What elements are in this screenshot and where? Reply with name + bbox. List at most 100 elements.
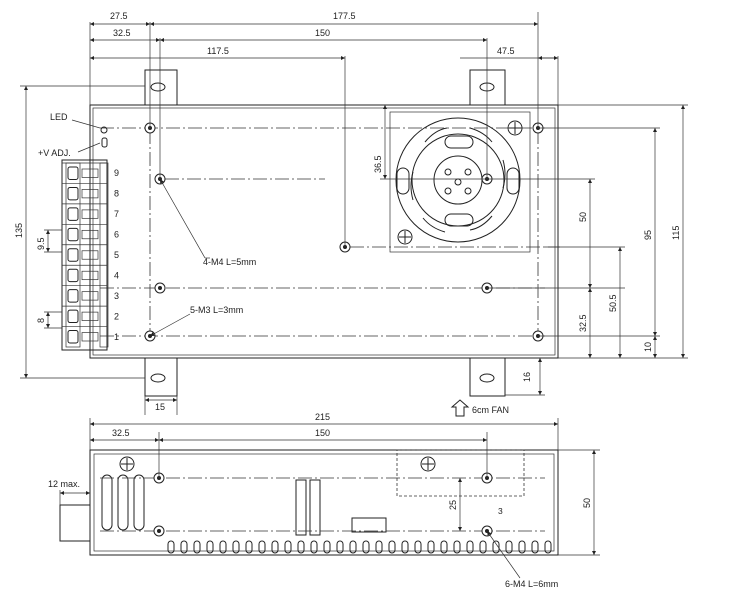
side-screw-fan — [420, 456, 436, 472]
terminal-number-4: 4 — [114, 270, 119, 280]
fan-direction-arrow-icon — [450, 399, 470, 417]
dim-3-side-small: 3 — [498, 506, 503, 516]
vent-slot — [453, 540, 461, 554]
dim-32-5-right: 32.5 — [578, 314, 588, 332]
mounting-tab-top-right — [469, 69, 506, 106]
vent-slot — [245, 540, 253, 554]
vent-slot — [505, 540, 513, 554]
case-inner-outline-side — [93, 453, 555, 552]
side-vents-bottom — [167, 540, 552, 554]
terminal-7 — [62, 203, 107, 221]
side-label-box — [351, 517, 387, 533]
dim-10: 10 — [643, 342, 653, 352]
vent-slot — [479, 540, 487, 554]
label-led: LED — [50, 112, 68, 122]
dim-9-5: 9.5 — [36, 237, 46, 250]
vent-slot — [258, 540, 266, 554]
vent-slot — [310, 540, 318, 554]
terminal-number-2: 2 — [114, 311, 119, 321]
terminal-number-8: 8 — [114, 189, 119, 199]
vent-slot — [362, 540, 370, 554]
dim-135: 135 — [14, 223, 24, 238]
side-vents-left — [101, 474, 145, 531]
mounting-tab-top-left — [144, 69, 178, 106]
fan-screw-bottom — [397, 229, 413, 245]
dim-50-side: 50 — [582, 498, 592, 508]
terminal-5 — [62, 244, 107, 262]
terminal-9 — [62, 162, 107, 180]
vent-slot — [271, 540, 279, 554]
vent-slot — [466, 540, 474, 554]
dim-50-top: 50 — [578, 212, 588, 222]
dim-215: 215 — [315, 412, 330, 422]
terminal-1 — [62, 326, 107, 344]
dim-36-5: 36.5 — [373, 155, 383, 173]
label-vadj: +V ADJ. — [38, 148, 71, 158]
vent-slot — [414, 540, 422, 554]
dim-32-5-top: 32.5 — [113, 28, 131, 38]
hole-m4-3 — [154, 282, 166, 294]
dim-8: 8 — [36, 318, 46, 323]
dim-25: 25 — [448, 500, 458, 510]
case-outline-side — [89, 449, 559, 556]
terminal-number-5: 5 — [114, 250, 119, 260]
mounting-tab-bottom-right — [469, 357, 506, 397]
dim-16: 16 — [522, 372, 532, 382]
dim-15: 15 — [155, 402, 165, 412]
top-view: LED +V ADJ. 4-M4 L=5mm 5-M3 L=3mm 6cm FA… — [14, 11, 688, 417]
vent-slot — [401, 540, 409, 554]
case-outline-top — [89, 104, 559, 359]
dim-50-5: 50.5 — [608, 294, 618, 312]
vent-slot — [336, 540, 344, 554]
terminal-number-7: 7 — [114, 209, 119, 219]
vent-slot — [219, 540, 227, 554]
led-indicator-icon — [100, 126, 108, 134]
vent-slot — [427, 540, 435, 554]
terminal-6 — [62, 223, 107, 242]
vent-slot — [544, 540, 552, 554]
vadj-potentiometer-icon — [101, 137, 108, 148]
label-fan: 6cm FAN — [472, 405, 509, 415]
fan-screw-top — [507, 120, 523, 136]
vent-slot — [440, 540, 448, 554]
dim-27-5: 27.5 — [110, 11, 128, 21]
side-vents-middle — [295, 479, 321, 536]
vent-slot — [180, 540, 188, 554]
dim-150-side: 150 — [315, 428, 330, 438]
dim-177-5: 177.5 — [333, 11, 356, 21]
terminal-number-9: 9 — [114, 168, 119, 178]
vent-slot — [284, 540, 292, 554]
case-inner-outline-top — [92, 107, 556, 356]
terminal-number-3: 3 — [114, 291, 119, 301]
terminal-stub-side — [59, 504, 91, 542]
vent-slot — [323, 540, 331, 554]
terminal-number-6: 6 — [114, 230, 119, 240]
vent-slot — [193, 540, 201, 554]
label-4-m4: 4-M4 L=5mm — [203, 257, 256, 267]
dim-117-5: 117.5 — [207, 46, 229, 56]
terminal-3 — [62, 285, 107, 303]
side-view: 12 max. 215 32.5 150 25 3 50 6-M4 L=6mm — [48, 412, 600, 589]
mounting-tab-bottom-left — [144, 357, 178, 397]
vent-slot — [492, 540, 500, 554]
side-hole-3 — [153, 525, 165, 537]
dim-12-max: 12 max. — [48, 479, 80, 489]
vent-slot — [349, 540, 357, 554]
side-screw-left — [119, 456, 135, 472]
vent-slot — [375, 540, 383, 554]
vent-slot — [206, 540, 214, 554]
terminal-8 — [62, 183, 107, 201]
vent-slot — [388, 540, 396, 554]
label-6-m4: 6-M4 L=6mm — [505, 579, 558, 589]
dim-150-top: 150 — [315, 28, 330, 38]
vent-slot — [518, 540, 526, 554]
vent-slot — [167, 540, 175, 554]
terminal-number-1: 1 — [114, 332, 119, 342]
vent-slot — [531, 540, 539, 554]
dim-95: 95 — [643, 230, 653, 240]
fan-grille — [389, 111, 531, 253]
vent-slot — [297, 540, 305, 554]
label-5-m3: 5-M3 L=3mm — [190, 305, 243, 315]
terminal-4 — [62, 264, 107, 283]
